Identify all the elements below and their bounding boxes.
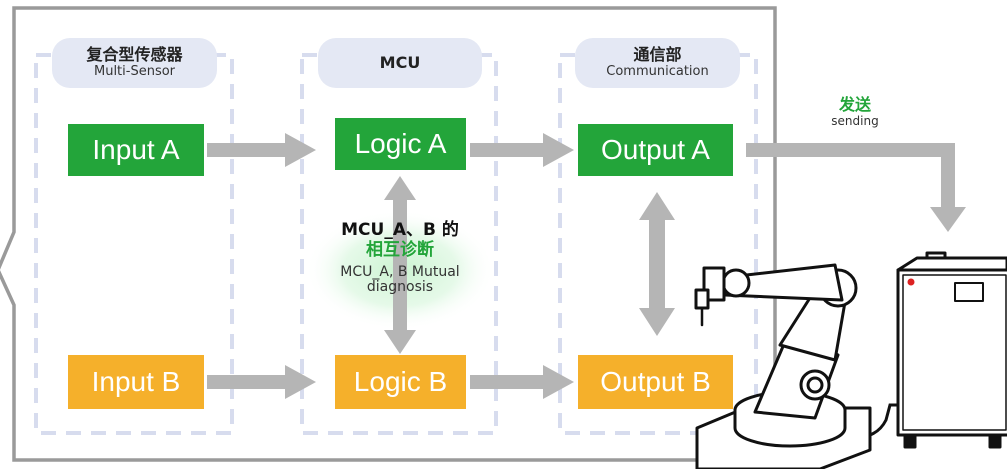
arrow-sending xyxy=(746,143,966,232)
column-border-sensor xyxy=(34,53,234,435)
header-mcu: MCU xyxy=(318,38,482,88)
mutual-diagnosis-line2: 相互诊断 xyxy=(366,240,434,261)
header-multi-sensor: 复合型传感器 Multi-Sensor xyxy=(52,38,217,88)
mutual-diagnosis-line1: MCU_A、B 的 xyxy=(341,220,459,240)
sending-label-title: 发送 xyxy=(838,95,871,114)
sending-label-subtitle: sending xyxy=(831,114,879,129)
logic-a-box: Logic A xyxy=(335,118,466,170)
arrow-input-b-to-logic-b xyxy=(207,365,316,399)
mutual-diagnosis-line3: MCU_A, B Mutual xyxy=(340,263,460,280)
mutual-diagnosis-label: MCU_A、B 的 相互诊断 MCU_A, B Mutual diagnosis xyxy=(310,220,490,296)
arrow-logic-b-to-output-b xyxy=(470,365,574,399)
mutual-diagnosis-line4: diagnosis xyxy=(366,279,434,296)
control-cabinet-icon xyxy=(896,251,1007,449)
arrow-logic-a-to-output-a xyxy=(470,133,574,167)
frame-border xyxy=(0,6,777,462)
robot-arm-icon xyxy=(694,263,872,469)
arrow-logic-mutual xyxy=(384,176,416,354)
header-multi-sensor-subtitle: Multi-Sensor xyxy=(93,63,176,79)
arrow-output-mutual xyxy=(639,192,675,336)
header-communication-title: 通信部 xyxy=(633,45,682,65)
output-a-box: Output A xyxy=(578,124,733,176)
column-border-mcu xyxy=(300,53,498,435)
header-communication: 通信部 Communication xyxy=(575,38,740,88)
column-border-communication xyxy=(558,53,758,435)
header-communication-subtitle: Communication xyxy=(606,63,709,79)
logic-b-box: Logic B xyxy=(335,355,466,409)
input-b-box: Input B xyxy=(68,355,204,409)
output-b-box: Output B xyxy=(578,355,733,409)
arrow-input-a-to-logic-a xyxy=(207,133,316,167)
header-multi-sensor-title: 复合型传感器 xyxy=(86,45,183,65)
input-a-box: Input A xyxy=(68,124,204,176)
header-mcu-title: MCU xyxy=(379,52,421,72)
sending-label: 发送 sending xyxy=(815,95,895,129)
